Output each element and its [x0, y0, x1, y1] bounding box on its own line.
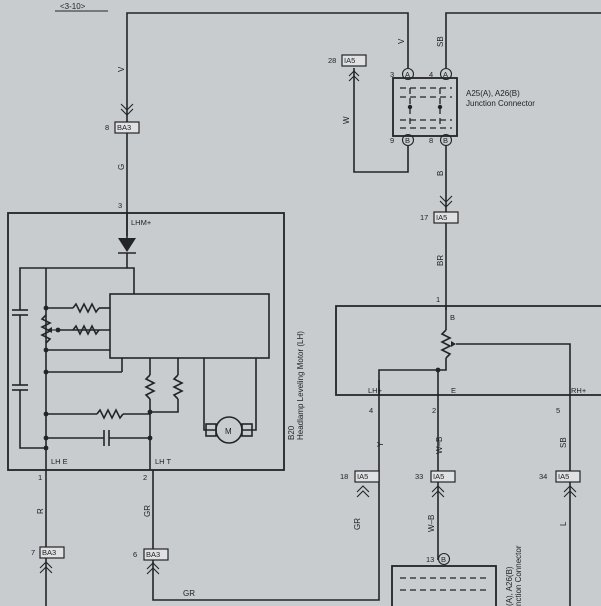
- connector-ba3-7: BA3 7: [31, 546, 65, 574]
- svg-text:BA3: BA3: [42, 548, 56, 557]
- svg-text:IA5: IA5: [433, 472, 444, 481]
- right-pin4-label: LH+: [368, 386, 383, 395]
- wire-gr-return: [152, 380, 380, 601]
- page-reference: <3-10>: [60, 2, 86, 11]
- right-pin1-label: B: [450, 313, 455, 322]
- junction-subtitle: Junction Connector: [466, 99, 535, 108]
- wire-color-wb-1: W–B: [435, 437, 444, 454]
- svg-text:33: 33: [415, 472, 423, 481]
- svg-text:IA5: IA5: [436, 213, 447, 222]
- svg-text:8: 8: [429, 136, 433, 145]
- junction-connector: [392, 77, 458, 137]
- wire-color-b: B: [436, 171, 445, 176]
- svg-text:BA3: BA3: [117, 123, 131, 132]
- wire-sb-b-br-run: [445, 12, 601, 310]
- right-pin1: 1: [436, 295, 440, 304]
- connector-ba3-6: BA3 6: [133, 548, 169, 575]
- left-pin3: 3: [118, 201, 122, 210]
- wire-color-sb-top: SB: [436, 36, 445, 47]
- svg-text:A: A: [405, 70, 410, 79]
- connector-ia5-28: IA5 28: [328, 54, 367, 82]
- junction-pin-3a: A 3: [390, 67, 415, 81]
- junction-pin-9b: B 9: [390, 133, 415, 147]
- svg-text:13: 13: [426, 555, 434, 564]
- svg-text:IA5: IA5: [558, 472, 569, 481]
- svg-text:9: 9: [390, 136, 394, 145]
- left-pin2-label: LH T: [155, 457, 172, 466]
- svg-text:IA5: IA5: [344, 56, 355, 65]
- right-pin5: 5: [556, 406, 560, 415]
- motor-name: Headlamp Leveling Motor (LH): [296, 331, 305, 440]
- lower-junction-connector: B 13 (A), A26(B) nction Connector: [391, 545, 523, 606]
- headlamp-leveling-motor-lh: M 3 LHM+ LH E LH T 1 2 B20 Headlamp Leve…: [7, 201, 305, 482]
- svg-text:6: 6: [133, 550, 137, 559]
- svg-text:A: A: [443, 70, 448, 79]
- junction-pin-8b: B 8: [429, 133, 453, 147]
- connector-ba3-8: BA3 8: [105, 103, 140, 134]
- wire-color-sb-lower: SB: [559, 437, 568, 448]
- junction-pin-4a: A 4: [429, 67, 453, 81]
- svg-text:4: 4: [429, 70, 433, 79]
- svg-text:B: B: [441, 555, 446, 564]
- wire-color-l: L: [559, 521, 568, 526]
- left-pin3-label: LHM+: [131, 218, 152, 227]
- left-pin1-label: LH E: [51, 457, 68, 466]
- wire-color-y: Y: [376, 441, 385, 447]
- right-pin4: 4: [369, 406, 373, 415]
- svg-text:17: 17: [420, 213, 428, 222]
- wire-color-r: R: [36, 508, 45, 514]
- wire-color-gr-horiz: GR: [183, 589, 195, 598]
- svg-text:B: B: [443, 136, 448, 145]
- svg-text:B: B: [405, 136, 410, 145]
- svg-text:8: 8: [105, 123, 109, 132]
- motor-code: B20: [287, 425, 296, 440]
- svg-text:18: 18: [340, 472, 348, 481]
- right-pin5-label: RH+: [571, 386, 587, 395]
- right-pin2: 2: [432, 406, 436, 415]
- wire-color-gr-left: GR: [353, 518, 362, 530]
- right-pin2-label: E: [451, 386, 456, 395]
- wire-v-loop: [126, 12, 409, 200]
- svg-text:(A), A26(B): (A), A26(B): [505, 566, 514, 606]
- wire-color-wb-2: W–B: [427, 515, 436, 532]
- svg-text:3: 3: [390, 70, 394, 79]
- svg-text:28: 28: [328, 56, 336, 65]
- svg-text:IA5: IA5: [357, 472, 368, 481]
- connector-ia5-18: IA5 18: [340, 470, 380, 498]
- svg-text:BA3: BA3: [146, 550, 160, 559]
- left-pin1: 1: [38, 473, 42, 482]
- right-component-box: 1 B LH+ E RH+ 4 2 5: [335, 295, 601, 415]
- wire-color-br: BR: [436, 255, 445, 266]
- wire-color-v-left: V: [117, 66, 126, 72]
- left-pin2: 2: [143, 473, 147, 482]
- connector-ia5-34: IA5 34: [539, 470, 581, 498]
- connector-ia5-17: IA5 17: [420, 195, 459, 224]
- wire-color-gr-bottom: GR: [143, 505, 152, 517]
- wire-color-w: W: [342, 116, 351, 124]
- connector-ia5-33: IA5 33: [415, 470, 456, 498]
- svg-text:nction Connector: nction Connector: [514, 545, 523, 606]
- motor-symbol: M: [225, 427, 232, 436]
- svg-text:7: 7: [31, 548, 35, 557]
- wire-color-v-right: V: [397, 38, 406, 44]
- junction-title: A25(A), A26(B): [466, 89, 520, 98]
- wire-color-g: G: [117, 164, 126, 170]
- svg-text:34: 34: [539, 472, 547, 481]
